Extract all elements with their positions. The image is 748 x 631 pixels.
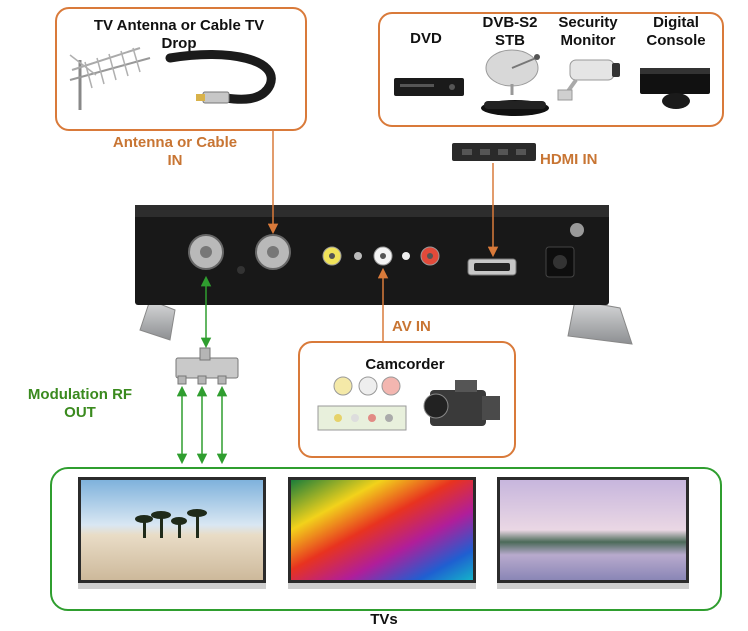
- security-line1: Security: [558, 14, 618, 31]
- modulation-rf-out-label: Modulation RF OUT: [10, 386, 150, 421]
- hdmi-sources-box: [378, 12, 724, 127]
- dvb-label: DVB-S2 STB: [470, 14, 550, 49]
- security-camera-icon: [557, 59, 620, 101]
- av-in-label: AV IN: [392, 318, 431, 335]
- hdmi-in-label: HDMI IN: [540, 151, 598, 168]
- modulation-line2: OUT: [64, 403, 96, 421]
- coax-cable-icon: [165, 49, 276, 104]
- antenna-in-label: Antenna or Cable IN: [90, 134, 260, 169]
- hdmi-splitter-icon: [452, 143, 536, 161]
- tv-icon: [78, 477, 266, 589]
- tv-icon: [288, 477, 476, 589]
- dvd-player-icon: [394, 78, 464, 96]
- dvb-line1: DVB-S2: [482, 14, 538, 31]
- security-line2: Monitor: [560, 31, 616, 49]
- tvs-label: TVs: [370, 611, 398, 628]
- antenna-source-box: [55, 7, 307, 131]
- security-label: Security Monitor: [546, 14, 630, 49]
- game-console-icon: [640, 68, 710, 109]
- modulation-line1: Modulation RF: [27, 386, 133, 403]
- console-line1: Digital: [653, 14, 699, 31]
- antenna-icon: [69, 47, 151, 110]
- source-box-title: TV Antenna or Cable TV Drop: [60, 17, 298, 52]
- modulator-device-icon: [135, 205, 633, 345]
- source-title-line1: TV Antenna or Cable TV: [93, 17, 265, 34]
- dvd-line1: DVD: [410, 30, 442, 47]
- camcorder-box: [298, 341, 516, 458]
- tv-icon: [497, 477, 689, 589]
- camcorder-icon: [423, 380, 500, 426]
- source-title-line2: Drop: [161, 34, 197, 52]
- rf-splitter-icon: [175, 347, 239, 385]
- camcorder-title: Camcorder: [365, 356, 445, 373]
- console-label: Digital Console: [636, 14, 716, 49]
- tvs-box: [50, 467, 722, 611]
- antenna-in-line2: IN: [167, 151, 183, 169]
- dvd-label: DVD: [390, 30, 462, 48]
- satellite-dish-icon: [485, 49, 540, 95]
- dvb-line2: STB: [495, 31, 525, 49]
- stb-icon: [481, 100, 549, 116]
- av-jacks-icon: [317, 376, 407, 431]
- antenna-in-line1: Antenna or Cable: [112, 134, 238, 151]
- console-line2: Console: [646, 31, 706, 49]
